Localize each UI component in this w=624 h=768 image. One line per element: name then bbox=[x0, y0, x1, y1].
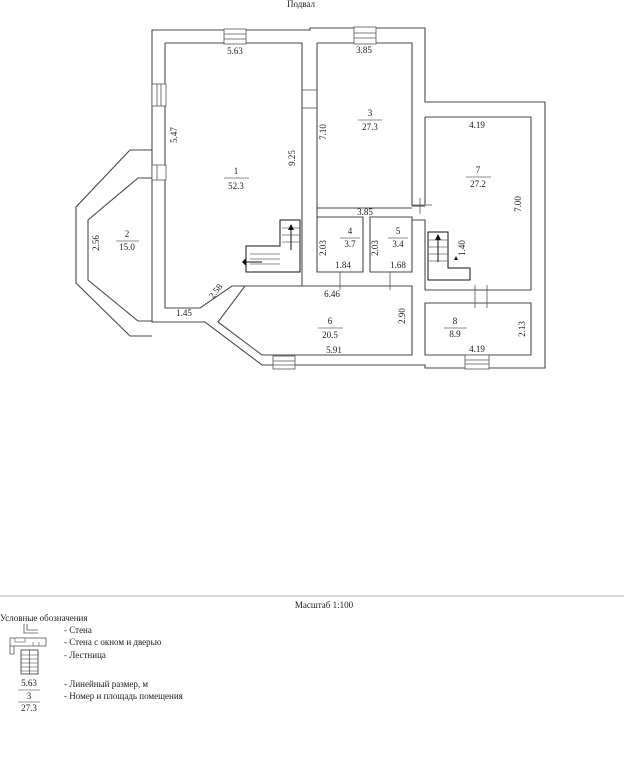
room-number: 3 bbox=[368, 108, 373, 118]
room-area: 8.9 bbox=[449, 329, 461, 339]
window-icon bbox=[223, 28, 247, 45]
door-icon bbox=[412, 198, 432, 214]
legend: Условные обозначения - Стена - Стена с о… bbox=[0, 613, 183, 713]
dim-room6-bottom: 5.91 bbox=[326, 345, 342, 355]
dim-room3-top: 3.85 bbox=[356, 45, 372, 55]
room-area: 27.2 bbox=[470, 179, 486, 189]
room-area: 52.3 bbox=[228, 181, 244, 191]
room-label-7: 7 27.2 bbox=[466, 165, 491, 189]
window-icon bbox=[353, 26, 377, 45]
wall-icon bbox=[23, 624, 38, 634]
dim-room3-left: 7.10 bbox=[318, 124, 328, 140]
room-number: 2 bbox=[125, 229, 130, 239]
dim-room3-bottom: 3.85 bbox=[357, 207, 373, 217]
dim-room4-bottom: 1.84 bbox=[335, 260, 351, 270]
windows bbox=[151, 26, 490, 370]
room-area: 3.4 bbox=[392, 239, 404, 249]
dim-room7-right: 7.00 bbox=[513, 196, 523, 212]
room-area: 15.0 bbox=[119, 242, 135, 252]
room-number: 4 bbox=[348, 226, 353, 236]
dim-room8-right: 2.13 bbox=[517, 321, 527, 337]
dim-room6-right: 2.90 bbox=[397, 308, 407, 324]
dim-room7-stair: 1.40 bbox=[457, 240, 467, 256]
room-label-1: 1 52.3 bbox=[224, 166, 249, 191]
room-label-5: 5 3.4 bbox=[388, 226, 408, 249]
legend-item-wall: - Стена bbox=[64, 625, 92, 635]
stairs-room1 bbox=[242, 219, 301, 273]
room-number-sample: 3 bbox=[27, 691, 32, 701]
legend-heading: Условные обозначения bbox=[0, 613, 88, 623]
stairs-icon bbox=[20, 649, 39, 675]
outer-walls bbox=[75, 27, 546, 369]
stairs-room7 bbox=[427, 231, 471, 281]
room-area-sample: 27.3 bbox=[21, 703, 37, 713]
room-label-4: 4 3.7 bbox=[340, 226, 360, 249]
dim-room2-left: 2.56 bbox=[91, 235, 101, 251]
dim-room7-top: 4.19 bbox=[469, 120, 485, 130]
dim-room1-left: 5.47 bbox=[169, 127, 179, 143]
dim-room8-bottom: 4.19 bbox=[469, 344, 485, 354]
dim-room1-diag: 2.58 bbox=[207, 281, 225, 300]
room-label-6: 6 20.5 bbox=[318, 316, 343, 340]
dim-room1-right: 9.25 bbox=[287, 150, 297, 166]
legend-item-dimension: - Линейный размер, м bbox=[64, 679, 148, 689]
dim-room5-left: 2.03 bbox=[370, 240, 380, 256]
window-icon bbox=[464, 354, 490, 370]
wall-window-door-icon bbox=[9, 637, 47, 655]
room-number: 5 bbox=[396, 226, 401, 236]
legend-item-wall-window-door: - Стена с окном и дверью bbox=[64, 637, 162, 647]
dimension-sample: 5.63 bbox=[21, 678, 37, 688]
legend-item-room-number: - Номер и площадь помещения bbox=[64, 691, 183, 701]
room-number: 6 bbox=[328, 316, 333, 326]
door-icon bbox=[302, 89, 317, 109]
room-label-2: 2 15.0 bbox=[116, 229, 139, 252]
dim-room6-top: 6.46 bbox=[324, 289, 340, 299]
dim-room1-bottom: 1.45 bbox=[176, 308, 192, 318]
room-label-8: 8 8.9 bbox=[444, 316, 467, 339]
window-icon bbox=[272, 355, 296, 370]
room-number: 1 bbox=[234, 166, 239, 176]
window-icon bbox=[151, 164, 167, 181]
room-area: 3.7 bbox=[344, 239, 356, 249]
room-label-3: 3 27.3 bbox=[358, 108, 382, 132]
room-area: 20.5 bbox=[322, 330, 338, 340]
plan-title: Подвал bbox=[287, 0, 316, 9]
scale-label: Масштаб 1:100 bbox=[295, 600, 354, 610]
door-icon bbox=[339, 272, 391, 290]
dim-room1-top: 5.63 bbox=[227, 46, 243, 56]
room-number: 8 bbox=[453, 316, 458, 326]
dim-room5-bottom: 1.68 bbox=[390, 260, 406, 270]
dim-room4-left: 2.03 bbox=[318, 240, 328, 256]
room-area: 27.3 bbox=[362, 122, 378, 132]
window-icon bbox=[151, 83, 167, 107]
legend-item-stairs: - Лестница bbox=[64, 650, 106, 660]
room-number: 7 bbox=[476, 165, 481, 175]
door-icon bbox=[474, 285, 488, 308]
